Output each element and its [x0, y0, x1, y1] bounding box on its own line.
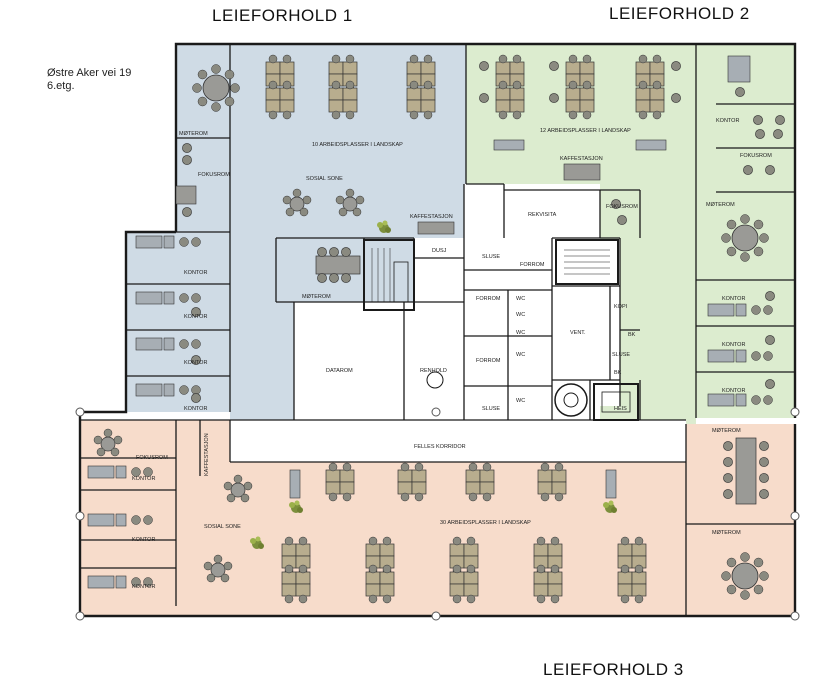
label-wc-a: WC [516, 296, 525, 302]
label-moterom-t1-b: MØTEROM [302, 294, 331, 300]
room-labels: MØTEROM 10 ARBEIDSPLASSER I LANDSKAP FOK… [132, 118, 772, 590]
tenant-3-furniture [87, 428, 769, 604]
label-datarom: DATAROM [326, 368, 353, 374]
label-moterom-t3-b: MØTEROM [712, 530, 741, 536]
label-fokusrom-t2-b: FOKUSROM [606, 204, 638, 210]
label-kontor-t2-c: KONTOR [722, 342, 745, 348]
label-kopi: KOPI [614, 304, 628, 310]
address-street: Østre Aker vei 19 [47, 67, 132, 79]
spiral-stair [426, 371, 588, 417]
selection-handles [75, 407, 800, 621]
tenant-3-area [80, 420, 795, 616]
tenant-1-title: LEIEFORHOLD 1 [212, 6, 353, 25]
label-bk-b: BK [614, 370, 622, 376]
label-landskap-t2: 12 ARBEIDSPLASSER I LANDSKAP [540, 128, 631, 134]
tenant-1-furniture [135, 54, 455, 403]
inner-walls [80, 44, 795, 616]
label-kontor-t1-b: KONTOR [184, 314, 207, 320]
label-bk-a: BK [628, 332, 636, 338]
label-moterom-t1: MØTEROM [179, 131, 208, 137]
stairwell-west [363, 239, 415, 311]
label-kontor-t1-a: KONTOR [184, 270, 207, 276]
label-forrom-c: FORROM [476, 358, 501, 364]
label-landskap-t3: 30 ARBEIDSPLASSER I LANDSKAP [440, 520, 531, 526]
label-forrom-b: FORROM [476, 296, 501, 302]
label-kaffestasjon-t1: KAFFESTASJON [410, 214, 453, 220]
label-kontor-t3-a: KONTOR [132, 476, 155, 482]
label-landskap-t1: 10 ARBEIDSPLASSER I LANDSKAP [312, 142, 403, 148]
label-sluse-b: SLUSE [482, 406, 500, 412]
label-fokusrom-t2-a: FOKUSROM [740, 153, 772, 159]
label-wc-d: WC [516, 352, 525, 358]
label-kontor-t2-b: KONTOR [722, 296, 745, 302]
label-sluse-a: SLUSE [482, 254, 500, 260]
label-fokusrom-t3: FOKUSROM [136, 455, 168, 461]
tenant-2-area [466, 44, 795, 424]
address-block: Østre Aker vei 19 6.etg. [47, 67, 131, 93]
label-forrom-a: FORROM [520, 262, 545, 268]
tenant-2-title: LEIEFORHOLD 2 [609, 4, 750, 23]
label-kontor-t3-b: KONTOR [132, 537, 155, 543]
stairwell-east [555, 239, 619, 285]
label-sluse-c: SLUSE [612, 352, 630, 358]
label-wc-e: WC [516, 398, 525, 404]
tenant-2-furniture [479, 54, 785, 407]
label-kaffestasjon-t3: KAFFESTASJON [204, 433, 210, 476]
label-vent: VENT. [570, 330, 586, 336]
label-wc-b: WC [516, 312, 525, 318]
label-dusj: DUSJ [432, 248, 447, 254]
label-rekvisita: REKVISITA [528, 212, 557, 218]
label-kontor-t2-a: KONTOR [716, 118, 739, 124]
label-heis: HEIS [614, 406, 627, 412]
tenant-3-title: LEIEFORHOLD 3 [543, 660, 684, 679]
label-renhold: RENHOLD [420, 368, 447, 374]
label-kontor-t1-c: KONTOR [184, 360, 207, 366]
label-moterom-t2: MØTEROM [706, 202, 735, 208]
address-floor: 6.etg. [47, 80, 75, 92]
elevator [593, 383, 639, 421]
label-sosial-sone-t3: SOSIAL SONE [204, 524, 241, 530]
label-sosial-sone-t1: SOSIAL SONE [306, 176, 343, 182]
label-kontor-t1-d: KONTOR [184, 406, 207, 412]
label-fokusrom-t1: FOKUSROM [198, 172, 230, 178]
shared-core [230, 184, 686, 462]
label-kaffestasjon-t2: KAFFESTASJON [560, 156, 603, 162]
label-kontor-t2-d: KONTOR [722, 388, 745, 394]
label-felles-korridor: FELLES KORRIDOR [414, 444, 466, 450]
label-kontor-t3-c: KONTOR [132, 584, 155, 590]
label-wc-c: WC [516, 330, 525, 336]
label-moterom-t3-a: MØTEROM [712, 428, 741, 434]
